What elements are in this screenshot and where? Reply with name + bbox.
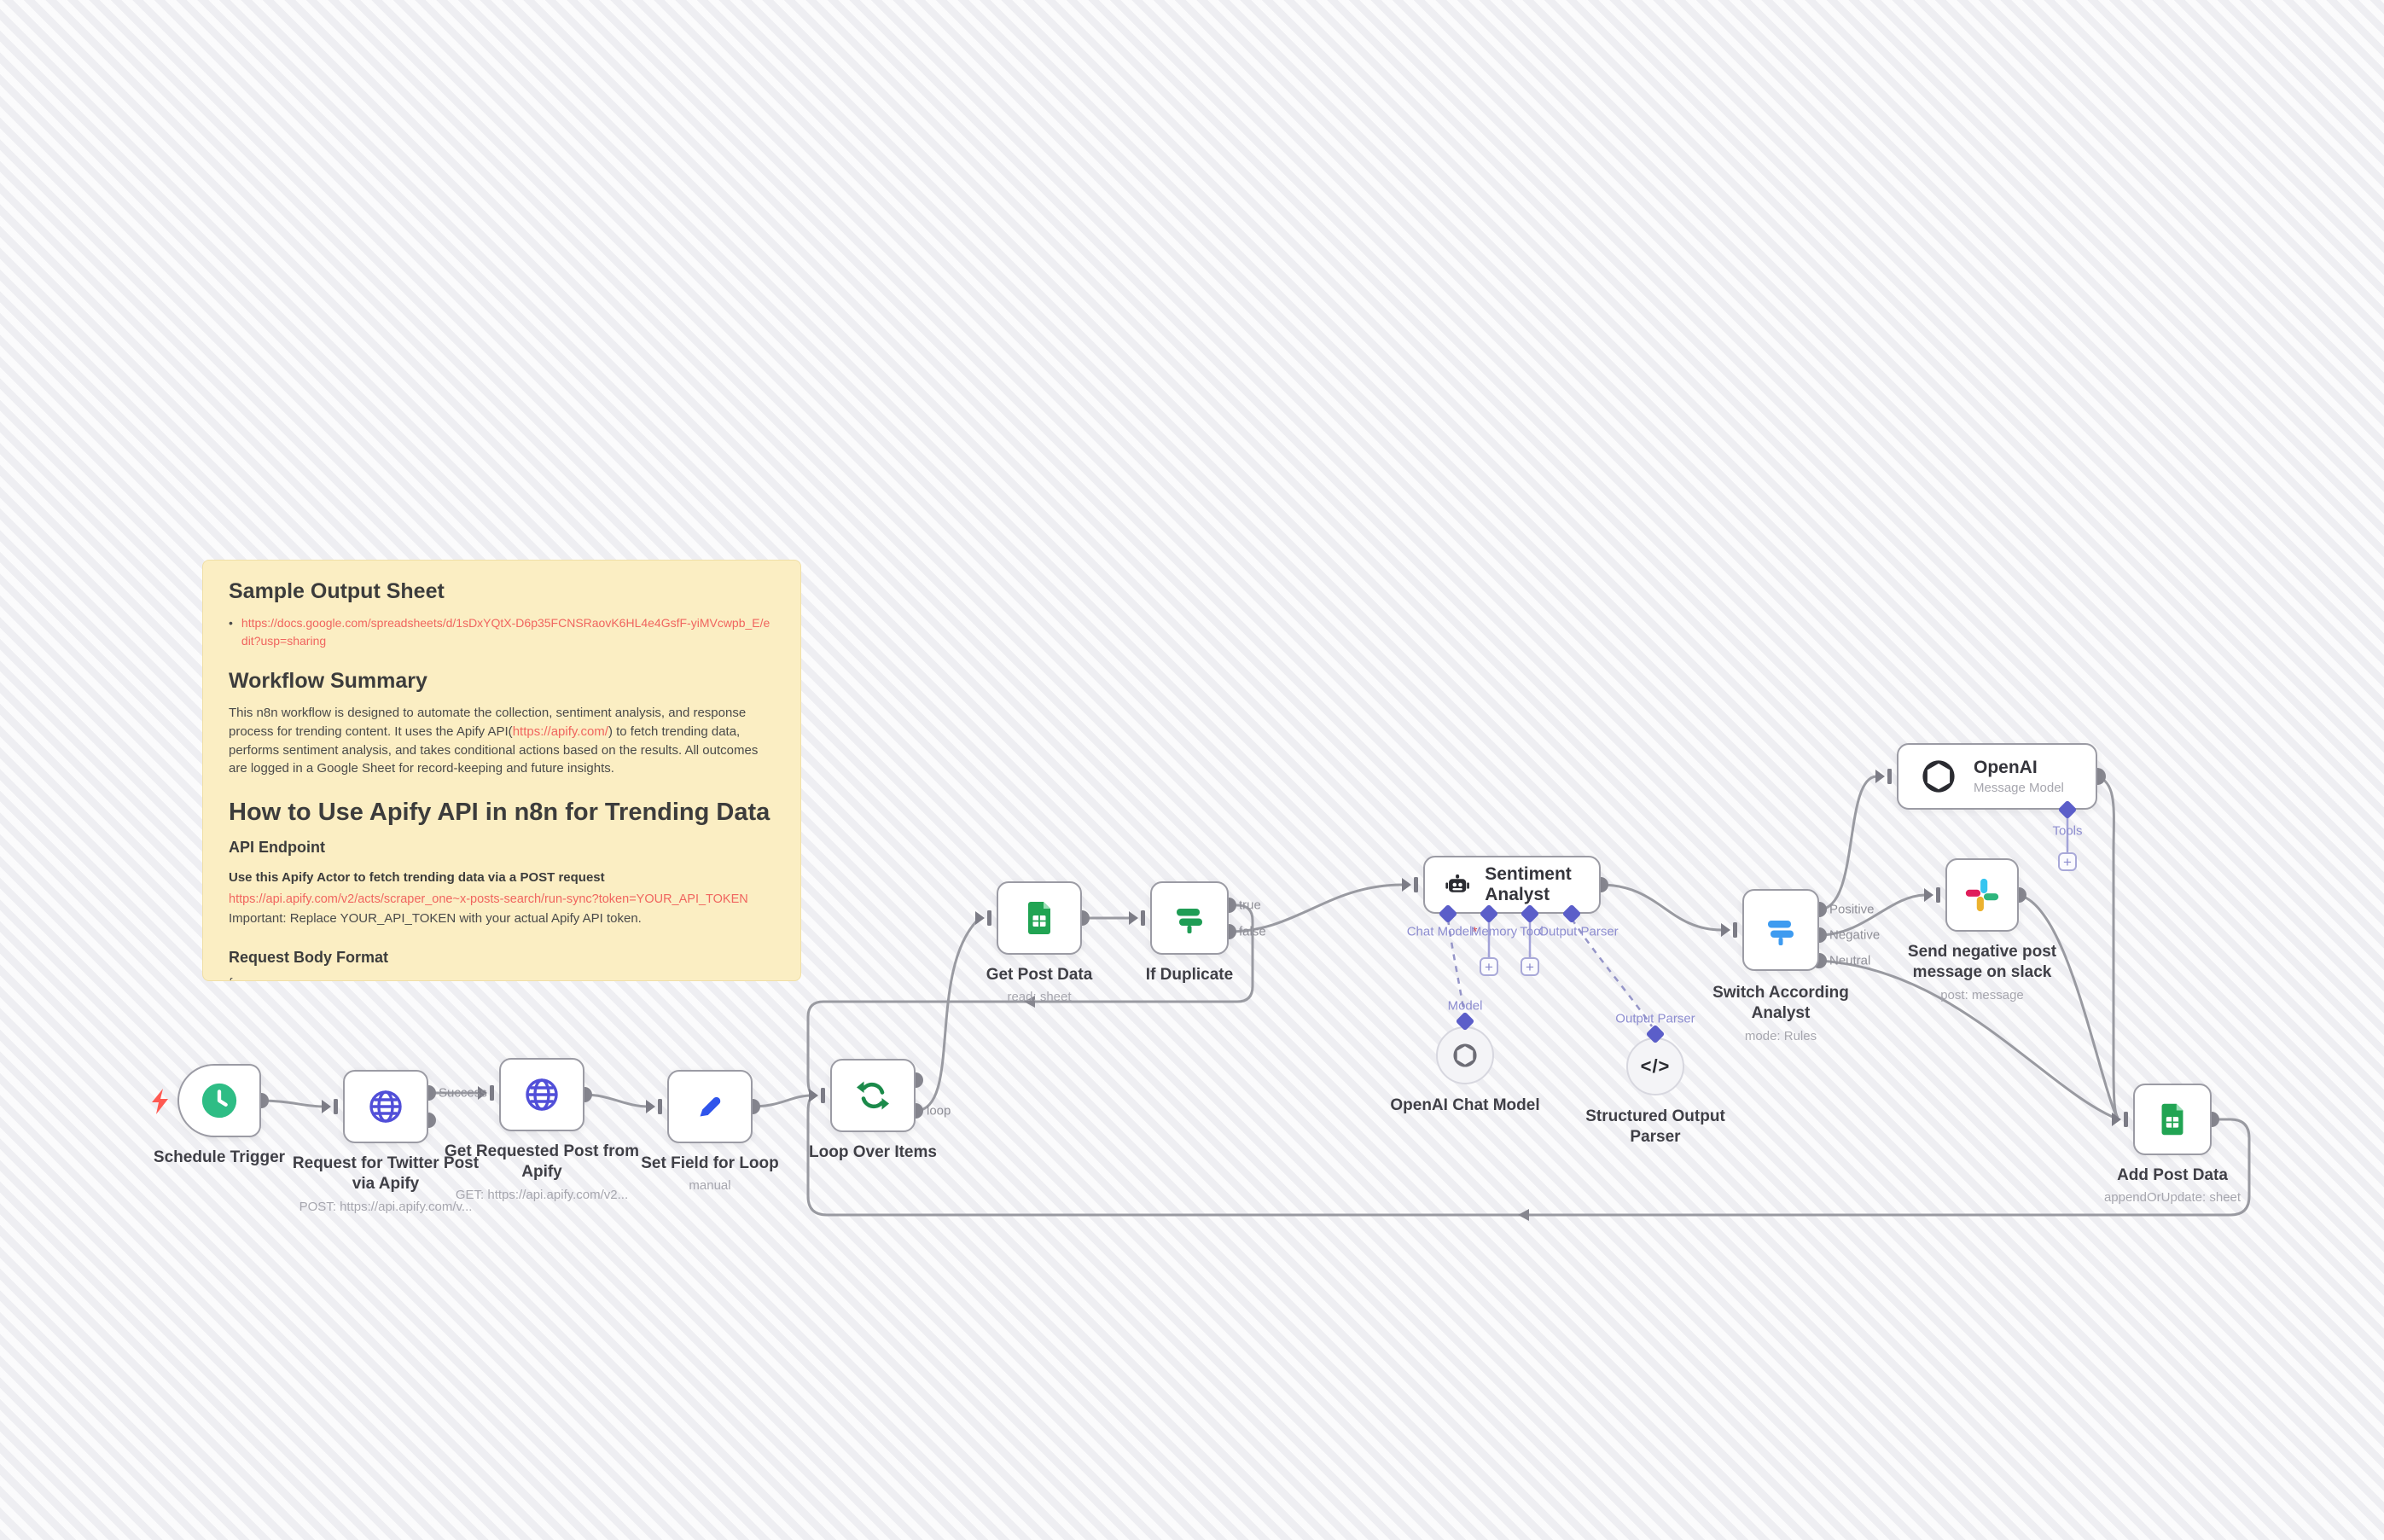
required-asterisk: * [1472,924,1478,939]
connector-label-model: Model [1447,998,1483,1014]
apify-link[interactable]: https://apify.com/ [512,724,608,739]
input-connector[interactable] [1402,877,1418,892]
node-openai-message-model[interactable]: OpenAI Message Model [1897,743,2097,810]
loop-icon [857,1081,889,1110]
edge-label-neutral: Neutral [1829,953,1871,968]
openai-logo-icon [1922,760,1955,793]
edge-label-negative: Negative [1829,927,1881,943]
sticky-heading-body-format: Request Body Format [229,948,389,966]
globe-icon [369,1090,402,1123]
summary-text-post: ) to fetch trending data, performs senti… [229,724,759,776]
node-get-requested-post[interactable] [499,1058,584,1131]
edge-schedule-to-request [260,1099,325,1108]
connector-label-output-parser: Output Parser [1538,924,1619,939]
node-get-post-data[interactable] [997,881,1082,955]
node-title-block: OpenAI Message Model [1974,758,2064,795]
node-switch-according-analyst[interactable] [1742,889,1819,971]
add-tools-button[interactable] [2058,852,2077,871]
node-label-openai-chat-model: OpenAI Chat Model [1390,1096,1540,1114]
node-label-switch: Switch According Analyst mode: Rules [1712,984,1849,1043]
connector-label-tool: Tool [1520,924,1544,939]
sticky-bullet: • https://docs.google.com/spreadsheets/d… [229,614,775,650]
sticky-summary-paragraph: This n8n workflow is designed to automat… [229,704,775,778]
edge-label-false: false [1239,924,1266,939]
sticky-note[interactable]: Sample Output Sheet • https://docs.googl… [202,560,801,981]
node-label-get-post-data: Get Post Data read: sheet [986,966,1093,1005]
node-label-get-requested: Get Requested Post from Apify GET: https… [444,1142,640,1202]
globe-icon [526,1078,558,1111]
pencil-icon [700,1096,721,1117]
google-sheets-icon [1028,902,1050,934]
edge-slack-to-addpost [2018,893,2118,1117]
input-connector[interactable] [322,1099,338,1114]
input-connector[interactable] [646,1099,662,1114]
sheet-link[interactable]: https://docs.google.com/spreadsheets/d/1… [241,616,770,648]
edge-setfield-to-loop [752,1094,812,1108]
edge-loop-to-getpostdata [915,918,980,1113]
node-schedule-trigger[interactable] [177,1064,261,1137]
edge-openai-to-addpost [2096,775,2119,1119]
input-connector[interactable] [1875,769,1892,784]
node-if-duplicate[interactable] [1150,881,1229,955]
execute-flash-icon[interactable] [152,1089,168,1114]
input-connector[interactable] [809,1088,825,1103]
edge-sentiment-to-switch [1600,883,1723,932]
node-openai-chat-model[interactable] [1436,1026,1494,1084]
node-set-field-for-loop[interactable] [667,1070,753,1143]
code-brackets-icon: </> [1640,1055,1671,1077]
connector-label-chat-model: Chat Model* [1406,924,1478,939]
node-label-slack: Send negative post message on slack post… [1907,943,2057,1002]
switch-signpost-icon [1768,921,1794,945]
input-connector[interactable] [1721,922,1737,938]
node-send-slack-message[interactable] [1945,858,2019,932]
request-body-code: { "search": "YOUR TOPIC", "mode": "lates… [229,973,775,980]
input-connector[interactable] [975,910,991,926]
connector-label-output-parser-node: Output Parser [1615,1011,1695,1026]
edge-label-positive: Positive [1829,902,1875,917]
node-loop-over-items[interactable] [830,1059,916,1132]
sticky-post-request-note: Use this Apify Actor to fetch trending d… [229,870,605,885]
sticky-token-note: Important: Replace YOUR_API_TOKEN with y… [229,911,642,927]
summary-text-pre: This n8n workflow is designed to automat… [229,706,747,739]
input-connector[interactable] [1924,887,1940,903]
node-subtitle: Message Model [1974,781,2064,795]
node-label-request: Request for Twitter Post via Apify POST:… [292,1154,480,1214]
node-label-if-duplicate: If Duplicate [1145,966,1234,984]
edge-label-success: Success [439,1085,487,1101]
node-label-structured-parser: Structured Output Parser [1585,1107,1725,1147]
sticky-heading-howto: How to Use Apify API in n8n for Trending… [229,799,770,826]
sticky-heading-api-endpoint: API Endpoint [229,839,325,856]
node-structured-output-parser[interactable]: </> [1626,1037,1684,1095]
edge-label-true: true [1239,898,1261,913]
node-add-post-data[interactable] [2133,1084,2212,1155]
sticky-heading-summary: Workflow Summary [229,669,427,693]
node-label-add-post: Add Post Data appendOrUpdate: sheet [2103,1166,2242,1206]
input-connector[interactable] [1129,910,1145,926]
node-request-twitter-post[interactable] [343,1070,428,1143]
node-sentiment-analyst[interactable]: Sentiment Analyst [1423,856,1601,914]
input-connector[interactable] [2112,1112,2128,1127]
connector-label-memory: Memory [1470,924,1518,939]
node-label-set-field: Set Field for Loop manual [641,1154,779,1194]
robot-icon [1445,874,1469,892]
clock-icon [201,1083,237,1119]
node-title: Sentiment Analyst [1485,864,1572,904]
add-memory-button[interactable] [1480,957,1498,976]
endpoint-link[interactable]: https://api.apify.com/v2/acts/scraper_on… [229,892,748,906]
node-label-schedule: Schedule Trigger [153,1148,286,1166]
edge-switch-positive-to-openai [1818,775,1877,911]
if-signpost-icon [1177,909,1202,933]
openai-logo-icon [1453,1043,1477,1067]
bullet-dot-icon: • [229,616,233,630]
node-label-loop: Loop Over Items [809,1143,937,1161]
add-tool-button[interactable] [1521,957,1539,976]
node-title: OpenAI [1974,758,2038,777]
connector-label-tools: Tools [2052,823,2083,839]
sticky-heading-sample: Sample Output Sheet [229,579,445,603]
slack-logo-icon [1965,878,1999,912]
edge-label-loop: loop [927,1103,951,1119]
code-line: { [229,973,775,980]
google-sheets-icon [2161,1103,2183,1136]
edge-getrequested-to-setfield [584,1093,649,1108]
